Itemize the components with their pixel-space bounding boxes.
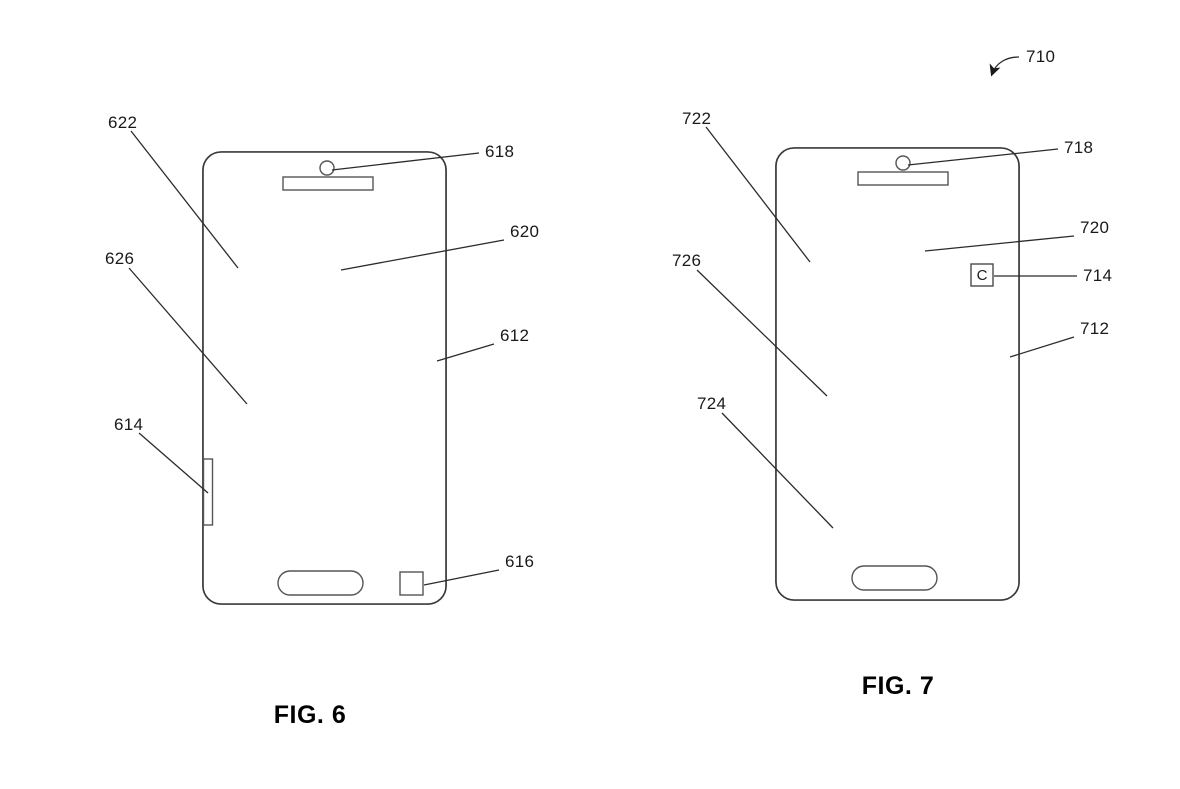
ref-626: 626: [105, 249, 134, 268]
ref-720: 720: [1080, 218, 1109, 237]
ref-718: 718: [1064, 138, 1093, 157]
front-camera-icon-fig6: [319, 160, 335, 176]
fig6-reference-leads: [128, 130, 505, 586]
earpiece-speaker-fig6: [282, 176, 374, 191]
capture-badge-letter: C: [977, 267, 988, 284]
earpiece-speaker-fig7: [857, 171, 949, 186]
ref-616: 616: [505, 552, 534, 571]
corner-square-button-fig6[interactable]: [399, 571, 424, 596]
ref-726: 726: [672, 251, 701, 270]
figure-7: C 710 722 726 724 718 720: [672, 47, 1112, 700]
ref-618: 618: [485, 142, 514, 161]
ref-724: 724: [697, 394, 726, 413]
home-button-fig6[interactable]: [277, 570, 364, 596]
ref-614: 614: [114, 415, 143, 434]
front-camera-icon-fig7: [895, 155, 911, 171]
ref-622: 622: [108, 113, 137, 132]
sheet-callout-710: 710: [989, 47, 1055, 77]
ref-712: 712: [1080, 319, 1109, 338]
figure-6-caption: FIG. 6: [274, 701, 346, 729]
home-button-fig7[interactable]: [851, 565, 938, 591]
ref-714: 714: [1083, 266, 1112, 285]
figure-7-caption: FIG. 7: [862, 672, 934, 700]
figure-6: 622 626 614 618 620 612 616 FIG. 6: [105, 113, 539, 729]
volume-side-button-fig6[interactable]: [202, 458, 214, 526]
ref-612: 612: [500, 326, 529, 345]
ref-710: 710: [1026, 47, 1055, 66]
ref-620: 620: [510, 222, 539, 241]
fig7-reference-leads: [696, 126, 1077, 529]
capture-badge-fig7[interactable]: C: [970, 263, 994, 287]
ref-722: 722: [682, 109, 711, 128]
